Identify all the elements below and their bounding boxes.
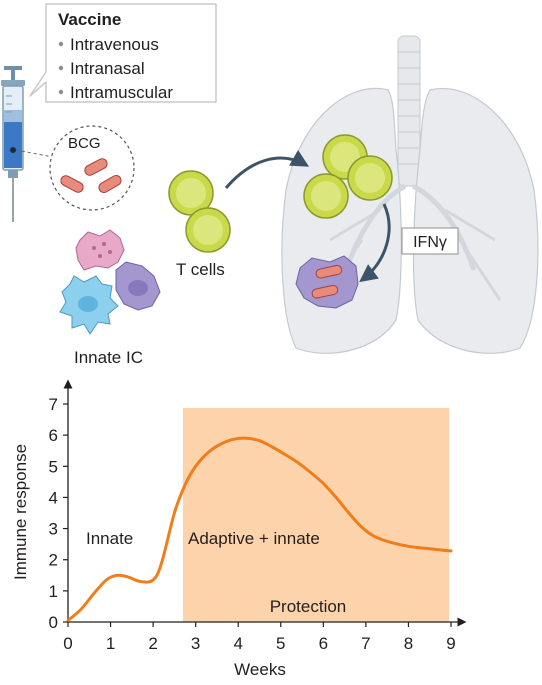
bacterium-icon [98, 175, 122, 193]
annotation-innate: Innate [86, 529, 133, 548]
x-tick-label: 4 [233, 634, 242, 653]
annotation-adaptive-innate: Adaptive + innate [188, 529, 320, 548]
bacterium-icon [60, 175, 84, 193]
vaccine-title: Vaccine [58, 10, 121, 29]
ifn-label: IFNγ [413, 234, 447, 251]
route-intramuscular: Intramuscular [70, 83, 173, 102]
immune-response-chart: 0 1 2 3 4 5 6 7 8 9 0 1 2 3 4 5 6 7 Protection Innate Ada… [11, 379, 467, 679]
x-tick-label: 8 [404, 634, 413, 653]
ifn-label-box [401, 227, 459, 255]
bullet-icon [58, 41, 64, 47]
x-tick-label: 1 [106, 634, 115, 653]
t-cell-icon [303, 173, 349, 219]
t-cell-icon [347, 155, 393, 201]
lungs-icon [281, 35, 539, 354]
immune-response-line [66, 436, 453, 622]
y-tick-label: 1 [49, 582, 58, 601]
migration-arrow [224, 150, 310, 189]
y-tick-label: 4 [49, 488, 58, 507]
y-tick-label: 0 [49, 613, 58, 632]
bcg-bacteria-group: BCG [49, 125, 135, 211]
vaccine-callout: Vaccine Intravenous Intranasal Intramusc… [29, 3, 217, 103]
bullet-icon [58, 89, 64, 95]
connector-line [15, 149, 59, 159]
vaccine-mechanism-illustration: Vaccine Intravenous Intranasal Intramusc… [1, 3, 539, 367]
t-cell-icon [168, 170, 214, 216]
t-cells-label: T cells [176, 260, 225, 279]
bullet-icon [58, 65, 64, 71]
innate-ic-label: Innate IC [74, 348, 143, 367]
x-tick-label: 2 [148, 634, 157, 653]
y-tick-label: 2 [49, 551, 58, 570]
syringe-icon [1, 66, 25, 222]
t-cell-icon [185, 207, 231, 253]
x-axis-title: Weeks [234, 660, 286, 679]
infected-macrophage-icon [295, 255, 359, 309]
protection-region [182, 408, 449, 622]
x-tick-label: 0 [63, 634, 72, 653]
route-intranasal: Intranasal [70, 59, 145, 78]
y-tick-label: 6 [49, 426, 58, 445]
bcg-label: BCG [68, 135, 101, 152]
x-tick-label: 3 [191, 634, 200, 653]
chart-axes [63, 379, 467, 627]
x-tick-label: 7 [361, 634, 370, 653]
x-tick-label: 9 [446, 634, 455, 653]
region-label-protection: Protection [270, 597, 347, 616]
bacterium-icon [84, 158, 108, 176]
x-tick-label: 6 [319, 634, 328, 653]
y-tick-label: 7 [49, 395, 58, 414]
x-tick-label: 5 [276, 634, 285, 653]
y-tick-label: 5 [49, 457, 58, 476]
innate-cells-icon [59, 229, 161, 335]
route-intravenous: Intravenous [70, 35, 159, 54]
ifn-arrow [359, 203, 391, 283]
y-tick-label: 3 [49, 520, 58, 539]
y-axis-title: Immune response [11, 444, 30, 580]
